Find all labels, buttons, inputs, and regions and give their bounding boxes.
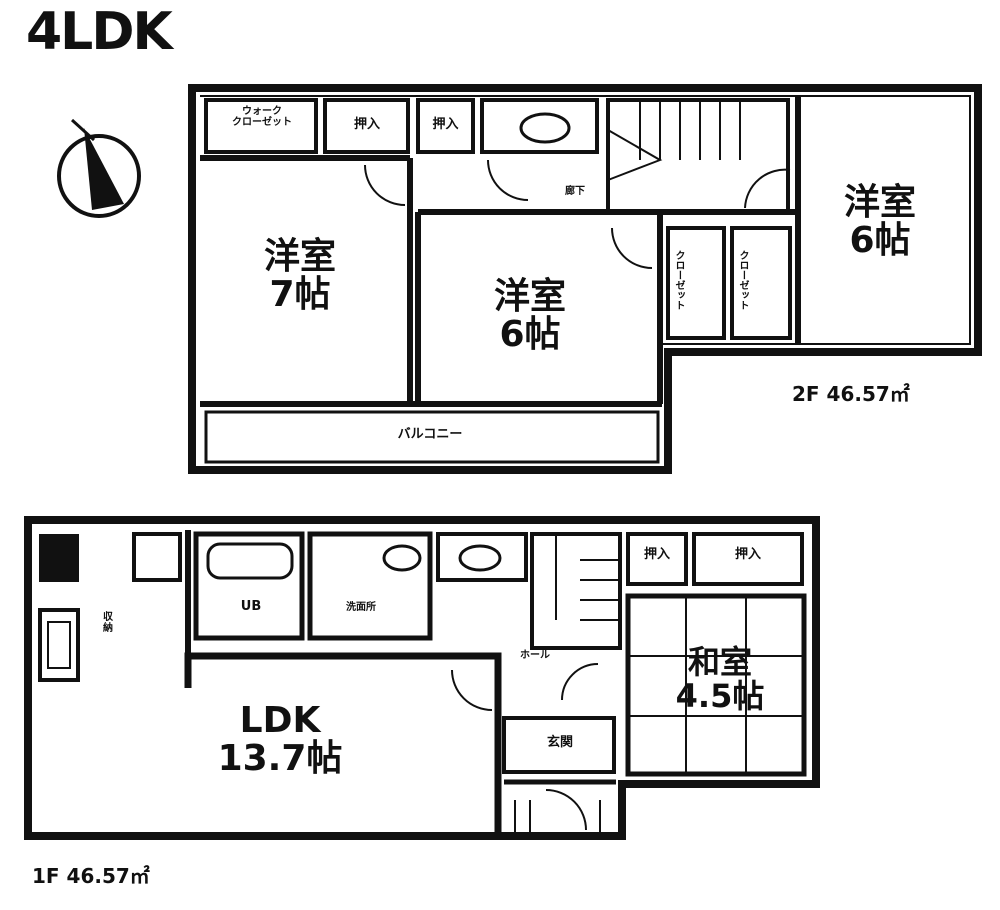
hallway-label: 廊下 — [565, 186, 585, 197]
second-floor-plan — [188, 84, 982, 474]
bath-label: UB — [240, 599, 262, 614]
closet-label: 押入 — [432, 117, 459, 132]
floor-2-area-label: 2F 46.57㎡ — [792, 382, 910, 406]
first-floor-plan — [24, 516, 820, 840]
washroom-label: 洗面所 — [346, 602, 376, 613]
room-size: 6帖 — [849, 219, 911, 261]
plan-title: 4LDK — [26, 2, 173, 62]
western-room-6a-label: 洋室 6帖 — [470, 278, 590, 354]
room-type: 洋室 — [263, 236, 336, 277]
room-type: 和室 — [687, 643, 752, 681]
floor-1-area-label: 1F 46.57㎡ — [32, 864, 150, 888]
room-type: LDK — [239, 700, 321, 741]
compass-icon — [57, 118, 141, 218]
hall-label: ホール — [520, 650, 550, 661]
closet-a-label: クローゼット — [673, 250, 684, 310]
room-size: 7帖 — [269, 273, 331, 315]
room-size: 6帖 — [499, 313, 561, 355]
room-type: 洋室 — [843, 182, 916, 223]
western-room-6b-label: 洋室 6帖 — [820, 184, 940, 260]
closet-label: 押入 — [643, 547, 670, 562]
closet-label: 押入 — [353, 117, 380, 132]
ldk-label: LDK 13.7帖 — [190, 702, 370, 778]
washitsu-label: 和室 4.5帖 — [650, 643, 790, 715]
storage-label: 収 納 — [103, 612, 113, 634]
walk-in-closet-label: ウォーク クローゼット — [232, 106, 292, 128]
closet-label: 押入 — [734, 547, 761, 562]
entrance-label: 玄関 — [546, 735, 573, 750]
closet-b-label: クローゼット — [737, 250, 748, 310]
room-size: 4.5帖 — [675, 676, 765, 715]
balcony-label: バルコニー — [397, 427, 463, 442]
western-room-7-label: 洋室 7帖 — [240, 238, 360, 314]
room-type: 洋室 — [493, 276, 566, 317]
room-size: 13.7帖 — [217, 737, 343, 779]
